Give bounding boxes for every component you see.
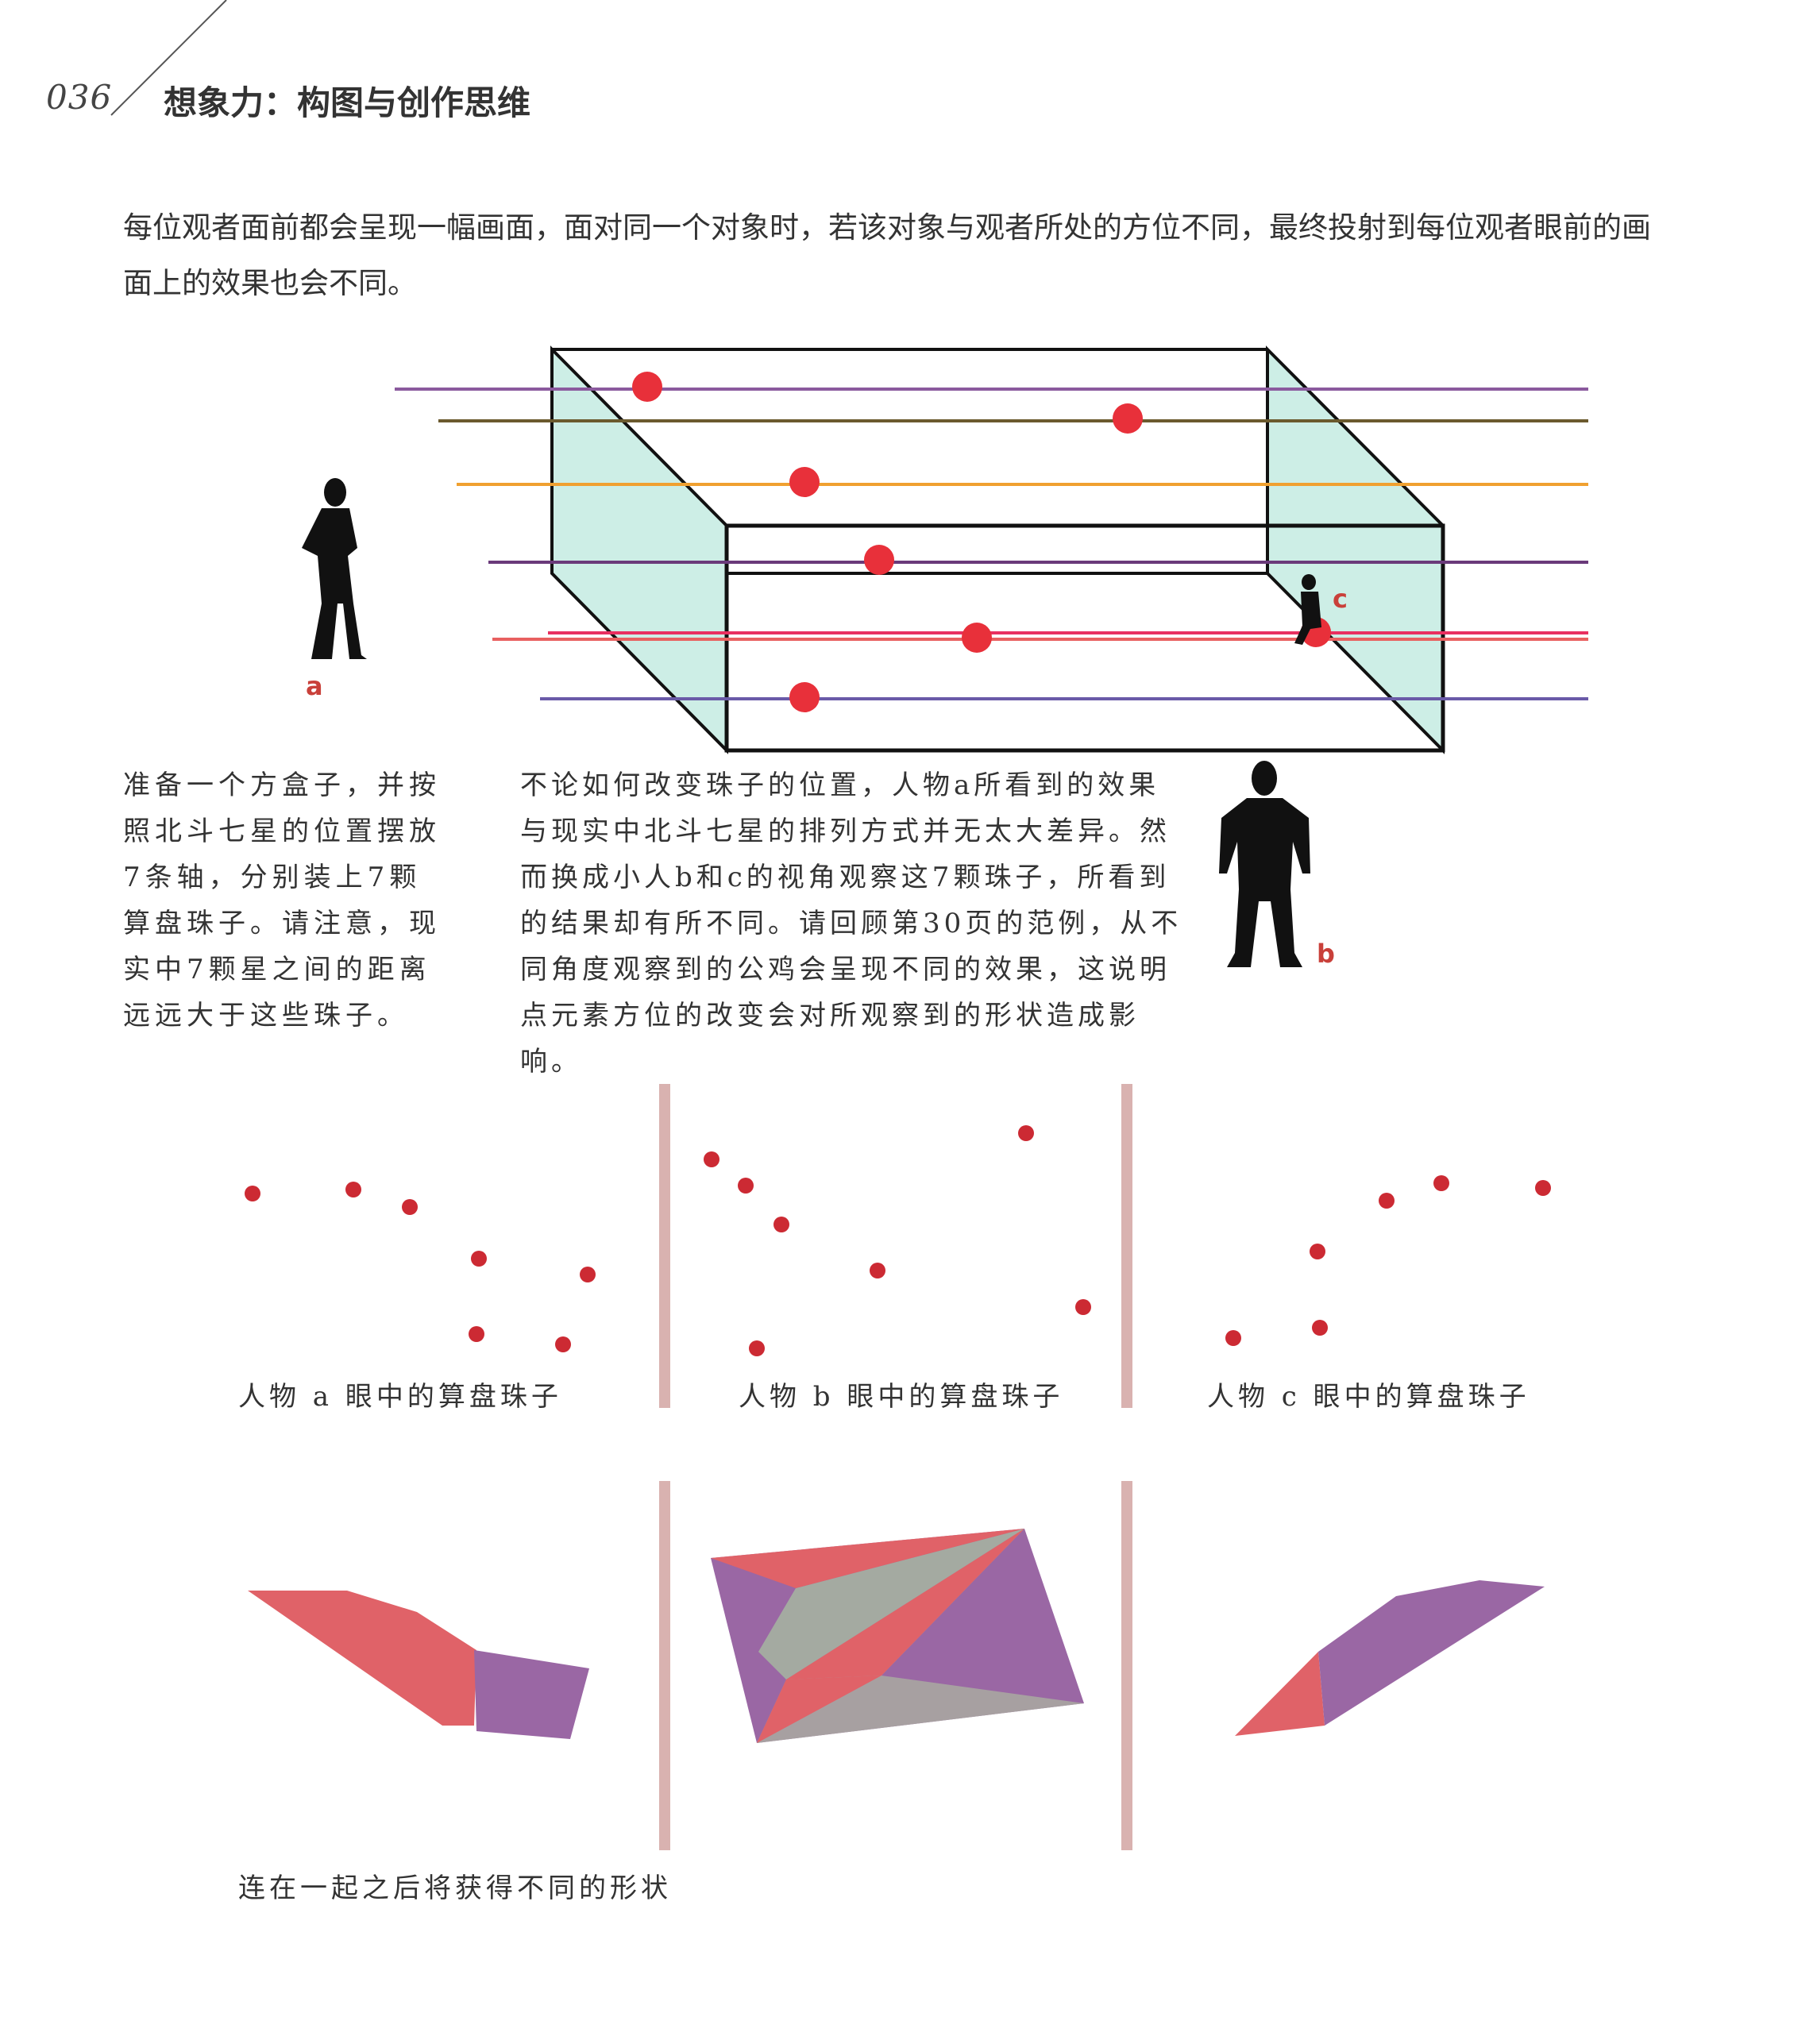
shapes-caption: 连在一起之后将获得不同的形状 [238, 1872, 672, 1904]
bead-7 [789, 682, 820, 712]
person-b-label: b [1317, 939, 1335, 969]
bead-2 [1113, 403, 1143, 434]
intro-paragraph: 每位观者面前都会呈现一幅画面，面对同一个对象时，若该对象与观者所处的方位不同，最… [123, 210, 1651, 300]
shape-divider-2 [1121, 1481, 1132, 1850]
person-a-silhouette [302, 478, 367, 659]
caption-left: 准备一个方盒子，并按照北斗七星的位置摆放7条轴，分别装上7颗算盘珠子。请注意，现… [123, 769, 441, 1032]
panel-b-dots [704, 1125, 1091, 1356]
shape-c [1235, 1580, 1545, 1736]
panel-a-dots [245, 1182, 596, 1352]
panel-divider-1 [659, 1084, 670, 1408]
panel-c-label: 人物 c 眼中的算盘珠子 [1207, 1381, 1530, 1413]
person-c-label: c [1333, 584, 1348, 614]
panel-divider-2 [1121, 1084, 1132, 1408]
bead-3 [789, 467, 820, 497]
shape-divider-1 [659, 1481, 670, 1850]
page-title: 想象力：构图与创作思维 [164, 83, 531, 122]
panel-b-label: 人物 b 眼中的算盘珠子 [739, 1381, 1064, 1413]
caption-middle: 不论如何改变珠子的位置，人物a所看到的效果与现实中北斗七星的排列方式并无太大差异… [520, 769, 1182, 1078]
shape-b [711, 1529, 1084, 1743]
bead-1 [632, 372, 662, 402]
page-number: 036 [46, 78, 113, 117]
bead-4 [864, 545, 894, 575]
person-c-silhouette [1294, 574, 1321, 645]
bead-5 [962, 623, 992, 653]
shape-a [248, 1591, 589, 1739]
person-b-silhouette [1219, 761, 1310, 967]
person-a-label: a [306, 671, 323, 701]
panel-a-label: 人物 a 眼中的算盘珠子 [238, 1381, 562, 1413]
panel-c-dots [1225, 1175, 1551, 1346]
